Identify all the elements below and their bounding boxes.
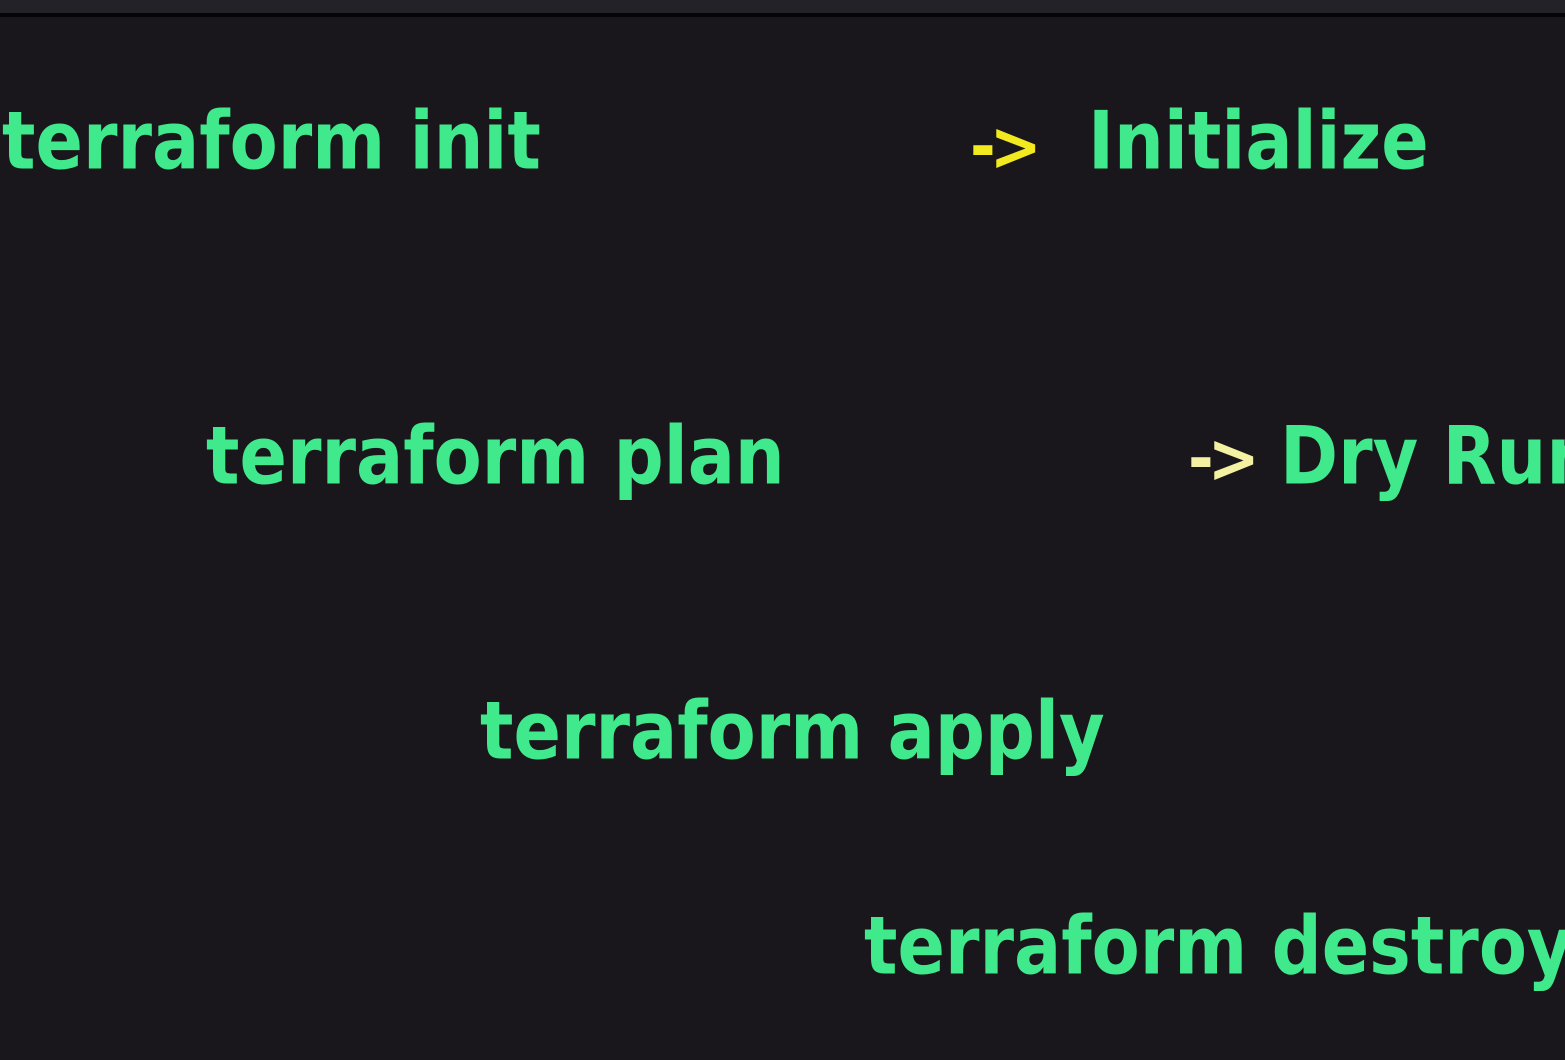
command-terraform-init: terraform init [2,93,541,189]
top-bar-divider [0,13,1565,17]
command-terraform-destroy: terraform destroy [864,898,1565,994]
label-dry-run: Dry Run [1280,408,1565,504]
command-terraform-plan: terraform plan [206,408,785,504]
label-initialize: Initialize [1088,93,1429,189]
arrow-right-icon: -> [970,106,1042,187]
command-terraform-apply: terraform apply [480,683,1105,779]
arrow-right-icon: -> [1188,418,1260,499]
window-top-bar [0,0,1565,13]
